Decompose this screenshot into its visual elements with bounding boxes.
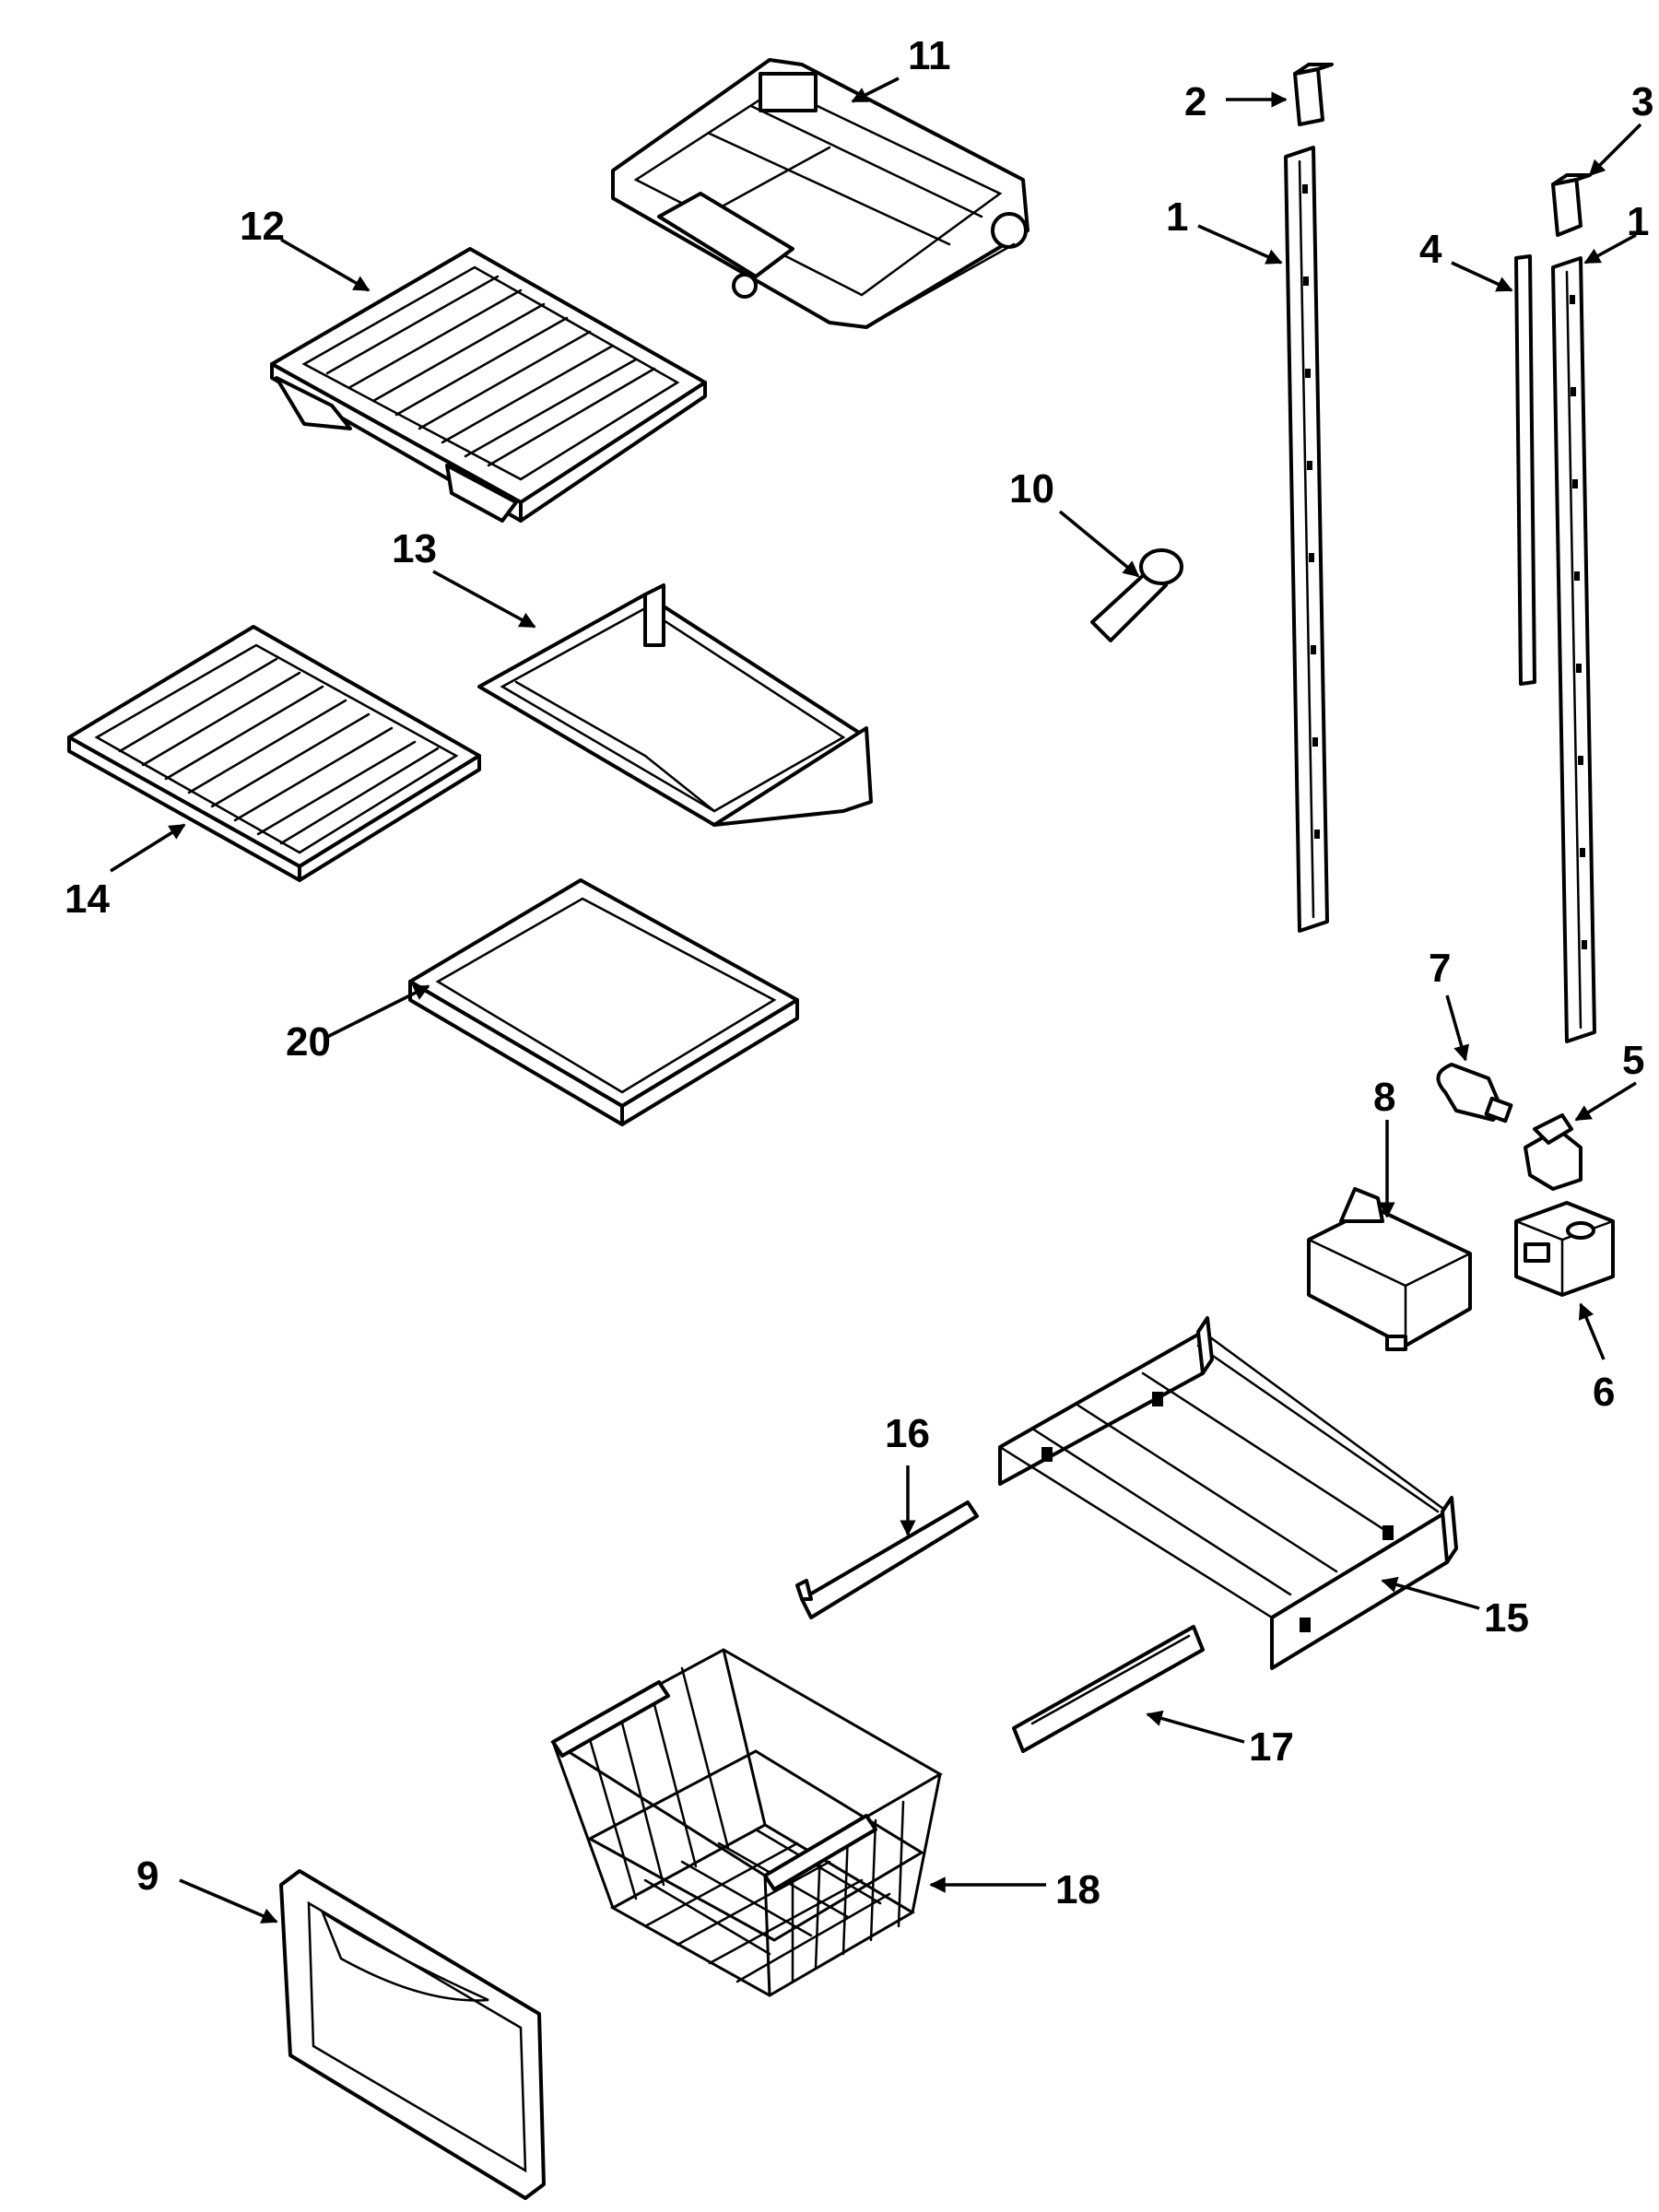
label-part-15: 15 [1484, 1595, 1529, 1641]
part-20-glass-shelf-frame [408, 878, 799, 1126]
part-number-labels: 11 2 3 12 1 4 1 10 13 14 7 5 20 8 6 16 1… [65, 33, 1653, 1912]
part-4-thin-rail [1514, 254, 1536, 686]
part-15-drawer-frame [998, 1316, 1458, 1670]
label-part-16: 16 [885, 1411, 930, 1456]
part-9-drawer-front [279, 1869, 546, 2200]
label-part-7: 7 [1429, 946, 1451, 991]
part-13-shelf-bracket [477, 583, 873, 827]
label-part-5: 5 [1622, 1038, 1644, 1083]
label-part-6: 6 [1593, 1370, 1615, 1415]
part-1-shelf-rail-left [1284, 146, 1329, 933]
part-17-drawer-slide [1012, 1625, 1205, 1753]
label-part-4: 4 [1419, 227, 1442, 272]
label-part-2: 2 [1184, 79, 1206, 124]
label-part-11: 11 [908, 33, 951, 78]
part-16-drawer-slide [795, 1500, 979, 1619]
part-7-light-bulb [1436, 1063, 1513, 1124]
label-part-3: 3 [1631, 79, 1653, 124]
label-part-14: 14 [65, 877, 110, 922]
part-12-glass-shelf [270, 247, 707, 523]
leader-lines [110, 76, 1642, 1924]
part-11-shelf-bracket-assembly [611, 58, 1030, 329]
part-8-light-cover [1307, 1187, 1472, 1351]
part-10-shelf-peg [1090, 548, 1183, 642]
label-part-18: 18 [1055, 1867, 1100, 1912]
label-part-13: 13 [392, 526, 437, 571]
label-part-1-right: 1 [1627, 199, 1649, 244]
label-part-10: 10 [1009, 466, 1054, 512]
label-part-9: 9 [136, 1853, 159, 1899]
label-part-12: 12 [240, 204, 285, 249]
part-6-light-housing [1514, 1201, 1615, 1297]
label-part-1-left: 1 [1166, 194, 1188, 240]
label-part-8: 8 [1373, 1075, 1395, 1120]
part-14-glass-shelf [67, 625, 481, 882]
label-part-17: 17 [1249, 1724, 1294, 1770]
part-5-light-socket [1524, 1113, 1583, 1191]
part-1-shelf-rail-right [1551, 256, 1596, 1043]
part-2-rail-cap [1293, 63, 1334, 126]
part-3-rail-cap [1551, 173, 1592, 237]
label-part-20: 20 [286, 1019, 331, 1065]
part-18-wire-basket [550, 1648, 944, 1997]
